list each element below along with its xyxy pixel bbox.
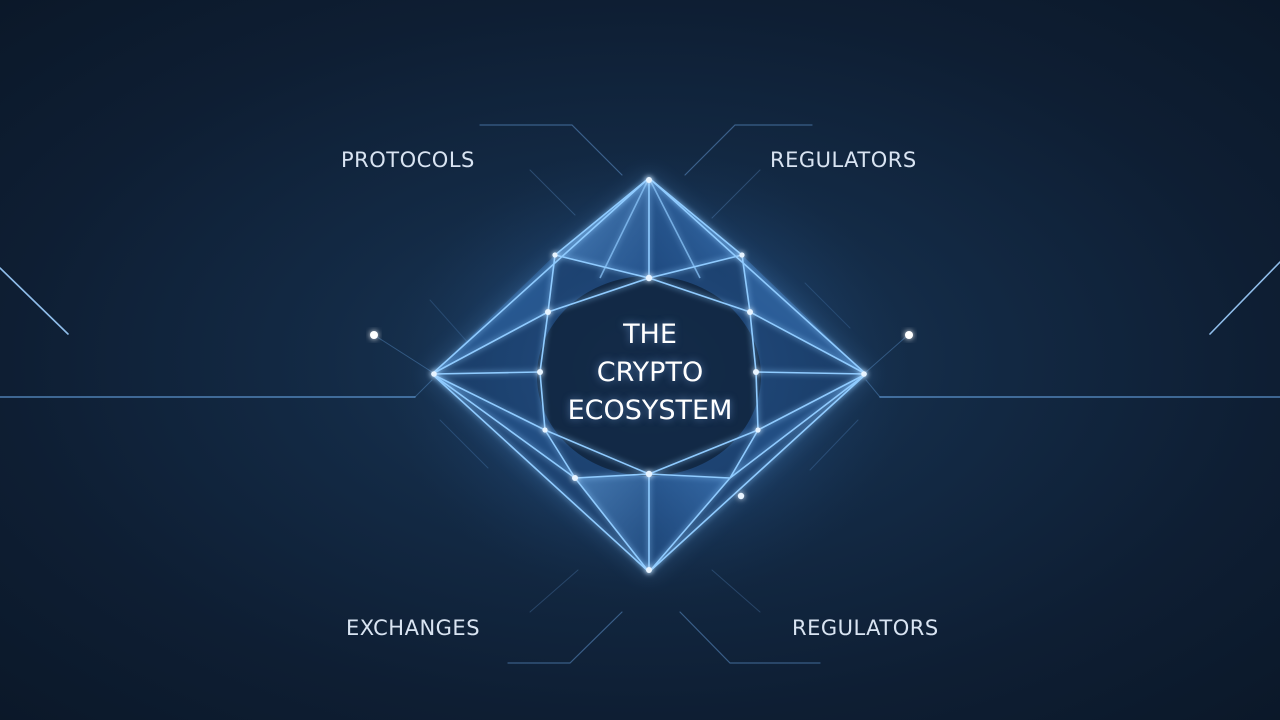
gem-node (739, 252, 745, 258)
crystal-gem (430, 176, 868, 574)
gem-facet (649, 178, 742, 278)
gem-edge (574, 473, 650, 479)
gem-edge (741, 254, 751, 313)
gem-edge (539, 311, 549, 373)
gem-edge (431, 371, 541, 375)
gem-node (755, 427, 761, 433)
faint-diagonal (429, 299, 471, 346)
connector-lines (0, 124, 1280, 664)
gem-node (645, 274, 653, 282)
gem-node (552, 252, 558, 258)
gem-edge (539, 371, 546, 431)
gem-facet (742, 255, 866, 374)
inner-connector (865, 334, 909, 373)
gem-edge (729, 373, 867, 479)
gem-node (545, 309, 551, 315)
protocols-bracket (529, 169, 576, 216)
title-line-2: CRYPTO (596, 357, 704, 388)
faint-diagonal (804, 282, 851, 329)
gem-edge (648, 177, 701, 279)
gem-node (861, 371, 867, 377)
gem-facet (555, 178, 649, 278)
regulators-top-bracket (711, 169, 761, 219)
gem-node (737, 492, 745, 500)
center-title: THE CRYPTO ECOSYSTEM (530, 316, 770, 430)
left-diagonal-line (0, 267, 69, 335)
gem-node (537, 369, 543, 375)
regulators-bottom-bracket (679, 611, 821, 664)
title-line-3: ECOSYSTEM (567, 395, 733, 426)
regulators-bottom-bracket (711, 569, 761, 613)
gem-nodes (431, 177, 867, 573)
gem-edge (749, 311, 757, 373)
right-line-endpoint (905, 331, 913, 339)
gem-edge (648, 473, 731, 479)
label-regulators-bottom: REGULATORS (792, 616, 939, 640)
regulators-top-bracket (684, 124, 813, 176)
gem-core (537, 276, 761, 476)
label-regulators-top: REGULATORS (770, 148, 917, 172)
gem-node (542, 427, 548, 433)
gem-edge (547, 254, 556, 313)
gem-edge (431, 373, 576, 479)
exchanges-bracket (529, 569, 579, 613)
label-protocols: PROTOCOLS (341, 148, 475, 172)
gem-edge (544, 429, 576, 479)
inner-connector (373, 334, 433, 373)
protocols-bracket (479, 124, 623, 176)
gem-node (645, 470, 653, 478)
gem-facet (432, 255, 555, 374)
inner-connector (865, 379, 881, 398)
title-line-1: THE (623, 319, 677, 350)
gem-edges (430, 176, 868, 574)
left-line-endpoint (370, 331, 378, 339)
gem-node (646, 567, 652, 573)
gem-edge (729, 429, 759, 479)
gem-node (646, 177, 652, 183)
faint-diagonal (809, 419, 859, 471)
gem-node (753, 369, 759, 375)
gem-edge (599, 177, 650, 279)
gem-node (431, 371, 437, 377)
inner-connector (414, 379, 433, 398)
gem-edge (755, 371, 759, 431)
right-diagonal-line (1209, 261, 1280, 335)
gem-edge (755, 371, 867, 375)
label-exchanges: EXCHANGES (346, 616, 481, 640)
gem-node (747, 309, 753, 315)
gem-node (572, 475, 578, 481)
faint-diagonal (439, 419, 489, 469)
exchanges-bracket (507, 611, 623, 664)
